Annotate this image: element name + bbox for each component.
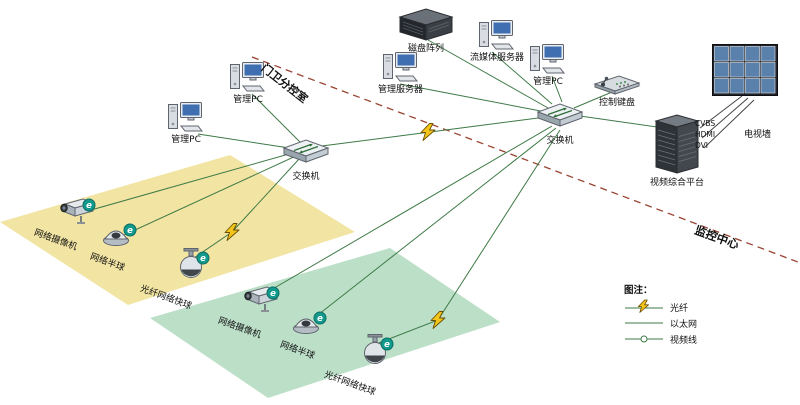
fiber-line-icon	[625, 299, 663, 313]
svg-text:e: e	[86, 201, 92, 211]
link-mgmtpc-switch	[551, 75, 563, 103]
link-pcleft1-leftswitch	[251, 93, 303, 145]
camera1-node: e 网络摄像机	[33, 196, 99, 253]
mgmt-pc-left2-node: 管理PC	[168, 100, 204, 145]
legend-title: 图注：	[624, 285, 653, 296]
switch-icon	[282, 139, 330, 163]
video-platform-icon	[654, 114, 700, 174]
svg-text:e: e	[127, 226, 133, 236]
pc-icon	[168, 102, 204, 132]
dome-camera-icon: e	[293, 311, 327, 334]
dome1-node: e 网络半球	[89, 222, 138, 274]
tv-wall-label: 电视墙	[744, 130, 772, 140]
fiber-transceiver-icon	[224, 223, 240, 241]
svg-text:e: e	[384, 340, 390, 350]
zone-center-cameras	[150, 248, 500, 398]
legend-video-label: 视频线	[670, 335, 698, 346]
legend-row-video: 视频线	[624, 331, 697, 347]
control-keyboard-icon	[593, 75, 641, 95]
mgmt-server-label: 管理服务器	[378, 85, 424, 95]
disk-array-icon	[398, 8, 454, 41]
speed-dome1-node: e 光纤网络快球	[139, 248, 220, 312]
box-camera-icon: e	[59, 198, 95, 224]
switch-icon	[536, 103, 584, 127]
mgmt-pc-label: 管理PC	[171, 135, 201, 145]
disk-array-node: 磁盘阵列	[396, 6, 456, 54]
camera2-node: e 网络摄像机	[217, 284, 283, 341]
mgmt-pc-label: 管理PC	[533, 77, 563, 87]
video-platform-label: 视频综合平台	[650, 178, 705, 188]
legend-ethernet-label: 以太网	[670, 319, 698, 330]
center-switch-label: 交换机	[546, 136, 574, 146]
stream-server-node: 流媒体服务器	[470, 18, 524, 63]
port-label-hdmi: HDMI	[695, 130, 716, 139]
link-camera1-leftswitch	[83, 151, 297, 213]
pc-icon	[230, 62, 266, 92]
disk-array-label: 磁盘阵列	[407, 44, 444, 54]
svg-text:e: e	[200, 254, 206, 264]
speed-dome2-node: e 光纤网络快球	[323, 334, 404, 398]
box-camera-icon: e	[243, 286, 279, 312]
left-switch-node: 交换机	[282, 138, 330, 182]
svg-text:e: e	[270, 289, 276, 299]
port-label-dvi: DVI	[695, 141, 708, 150]
svg-text:e: e	[317, 314, 323, 324]
left-switch-label: 交换机	[292, 172, 320, 182]
video-link-dvi	[703, 99, 755, 149]
pc-icon	[479, 20, 515, 50]
mgmt-pc-left1-node: 管理PC	[230, 60, 266, 105]
link-mgmtserver-switch	[399, 83, 547, 113]
link-switch-keyboard	[573, 91, 613, 109]
tv-wall-node: 电视墙	[712, 44, 778, 140]
link-diskarray-switch	[427, 39, 549, 109]
speed-dome-icon: e	[364, 334, 394, 364]
center-switch-node: 交换机	[536, 102, 584, 146]
link-switch-platform	[579, 115, 665, 129]
control-keyboard-label: 控制键盘	[598, 98, 635, 108]
video-link-cvbs	[699, 95, 743, 129]
link-pcleft2-leftswitch	[197, 133, 297, 150]
pc-icon	[382, 52, 418, 82]
legend-row-ethernet: 以太网	[624, 315, 697, 331]
speed-dome-icon: e	[180, 248, 210, 278]
video-line-icon	[625, 335, 663, 343]
zone-gate-cameras	[0, 155, 355, 305]
legend-fiber-label: 光纤	[670, 303, 689, 314]
legend: 图注： 光纤 以太网 视频线	[624, 282, 697, 347]
mgmt-pc-top-node: 管理PC	[530, 42, 566, 87]
tv-wall-icon	[712, 44, 778, 96]
link-streamserver-switch	[491, 51, 553, 105]
pc-icon	[530, 44, 566, 74]
control-keyboard-node: 控制键盘	[592, 74, 642, 108]
video-link-hdmi	[701, 97, 749, 139]
video-platform-node: 视频综合平台	[650, 112, 704, 188]
divider-line	[251, 56, 799, 263]
legend-row-fiber: 光纤	[624, 299, 697, 315]
fiber-transceiver-icon	[420, 123, 436, 141]
mgmt-server-node: 管理服务器	[378, 50, 423, 95]
link-dome1-leftswitch	[121, 154, 299, 237]
port-label-cvbs: CVBS	[695, 119, 716, 128]
dome2-node: e 网络半球	[279, 310, 328, 362]
link-switch-camera2	[263, 125, 553, 295]
ethernet-line-icon	[625, 322, 663, 324]
stream-server-label: 流媒体服务器	[470, 53, 525, 63]
mgmt-pc-label: 管理PC	[233, 95, 263, 105]
dome-camera-icon: e	[103, 223, 137, 246]
link-switch-dome2	[313, 127, 557, 319]
fiber-transceiver-icon	[430, 311, 446, 329]
